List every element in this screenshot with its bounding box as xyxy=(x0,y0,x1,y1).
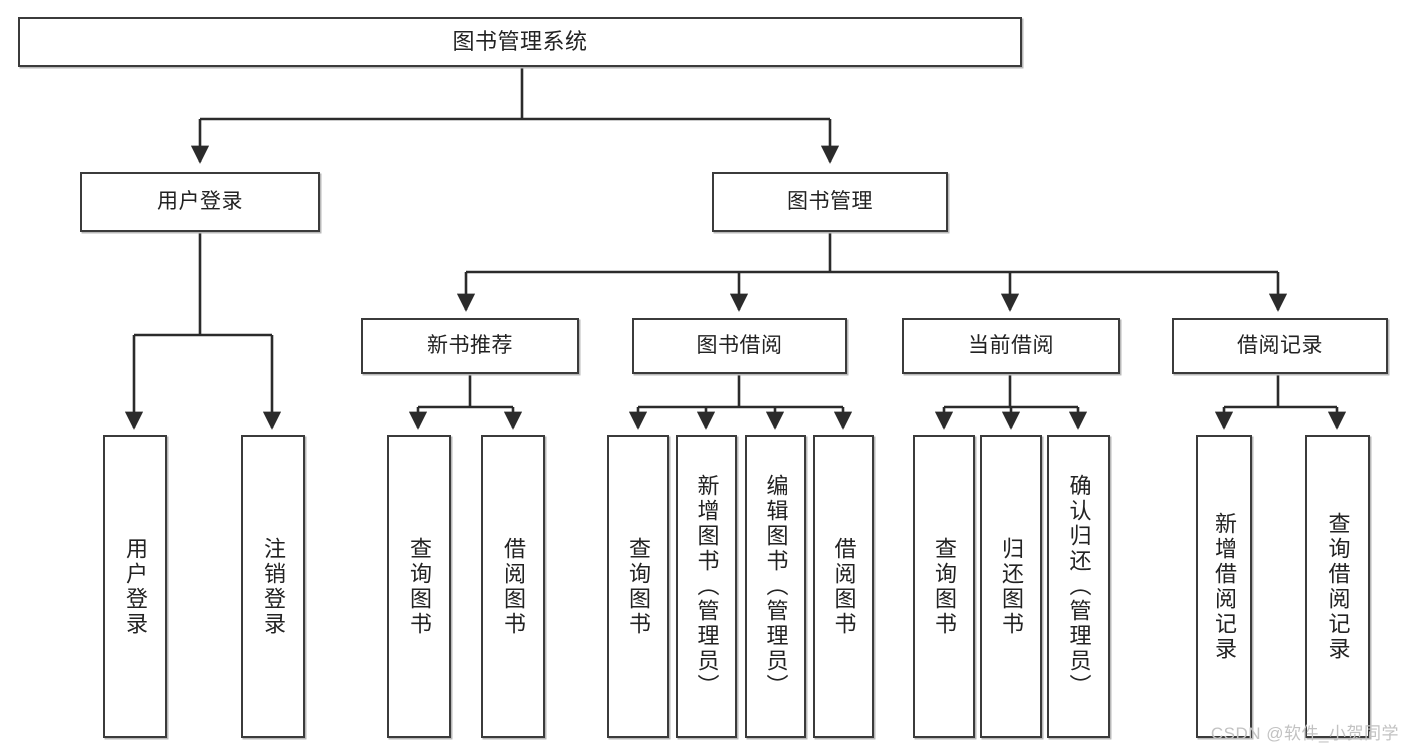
node-leaf-9-label: 归还图书 xyxy=(999,536,1024,637)
node-leaf-3-label: 借阅图书 xyxy=(501,536,526,637)
node-leaf-8-label: 查询图书 xyxy=(932,536,957,637)
watermark: CSDN @软件_小贺同学 xyxy=(1210,724,1399,743)
node-level3-1[interactable]: 图书借阅 xyxy=(632,318,847,374)
node-level3-1-label: 图书借阅 xyxy=(696,333,783,357)
node-leaf-7-label: 借阅图书 xyxy=(831,536,857,637)
node-leaf-4[interactable]: 查询图书 xyxy=(607,435,669,738)
node-root[interactable]: 图书管理系统 xyxy=(18,17,1022,67)
node-leaf-2-label: 查询图书 xyxy=(407,536,432,637)
node-leaf-10[interactable]: 确认归还（管理员） xyxy=(1047,435,1110,738)
node-level3-0[interactable]: 新书推荐 xyxy=(361,318,579,374)
node-leaf-8[interactable]: 查询图书 xyxy=(913,435,975,738)
node-leaf-2[interactable]: 查询图书 xyxy=(387,435,451,738)
node-leaf-3[interactable]: 借阅图书 xyxy=(481,435,545,738)
node-leaf-9[interactable]: 归还图书 xyxy=(980,435,1042,738)
node-leaf-7[interactable]: 借阅图书 xyxy=(813,435,874,738)
node-level2-0[interactable]: 用户登录 xyxy=(80,172,320,232)
node-leaf-1[interactable]: 注销登录 xyxy=(241,435,305,738)
node-leaf-4-label: 查询图书 xyxy=(626,536,651,637)
node-leaf-1-label: 注销登录 xyxy=(261,536,286,637)
node-level3-2-label: 当前借阅 xyxy=(968,333,1054,357)
node-level3-3[interactable]: 借阅记录 xyxy=(1172,318,1388,374)
node-level3-2[interactable]: 当前借阅 xyxy=(902,318,1120,374)
node-level2-1-label: 图书管理 xyxy=(787,189,873,213)
node-leaf-6[interactable]: 编辑图书（管理员） xyxy=(745,435,806,738)
node-leaf-10-label: 确认归还（管理员） xyxy=(1066,474,1092,699)
node-leaf-0-label: 用户登录 xyxy=(123,536,148,637)
node-level2-0-label: 用户登录 xyxy=(157,189,243,213)
node-leaf-0[interactable]: 用户登录 xyxy=(103,435,167,738)
node-level3-3-label: 借阅记录 xyxy=(1237,333,1323,357)
node-leaf-6-label: 编辑图书（管理员） xyxy=(763,474,789,699)
node-level3-0-label: 新书推荐 xyxy=(427,333,513,357)
node-leaf-5-label: 新增图书（管理员） xyxy=(694,474,720,699)
node-leaf-12[interactable]: 查询借阅记录 xyxy=(1305,435,1370,738)
node-leaf-5[interactable]: 新增图书（管理员） xyxy=(676,435,737,738)
node-leaf-12-label: 查询借阅记录 xyxy=(1325,511,1351,662)
node-level2-1[interactable]: 图书管理 xyxy=(712,172,948,232)
node-leaf-11-label: 新增借阅记录 xyxy=(1212,511,1237,662)
node-leaf-11[interactable]: 新增借阅记录 xyxy=(1196,435,1252,738)
node-root-label: 图书管理系统 xyxy=(452,29,588,55)
